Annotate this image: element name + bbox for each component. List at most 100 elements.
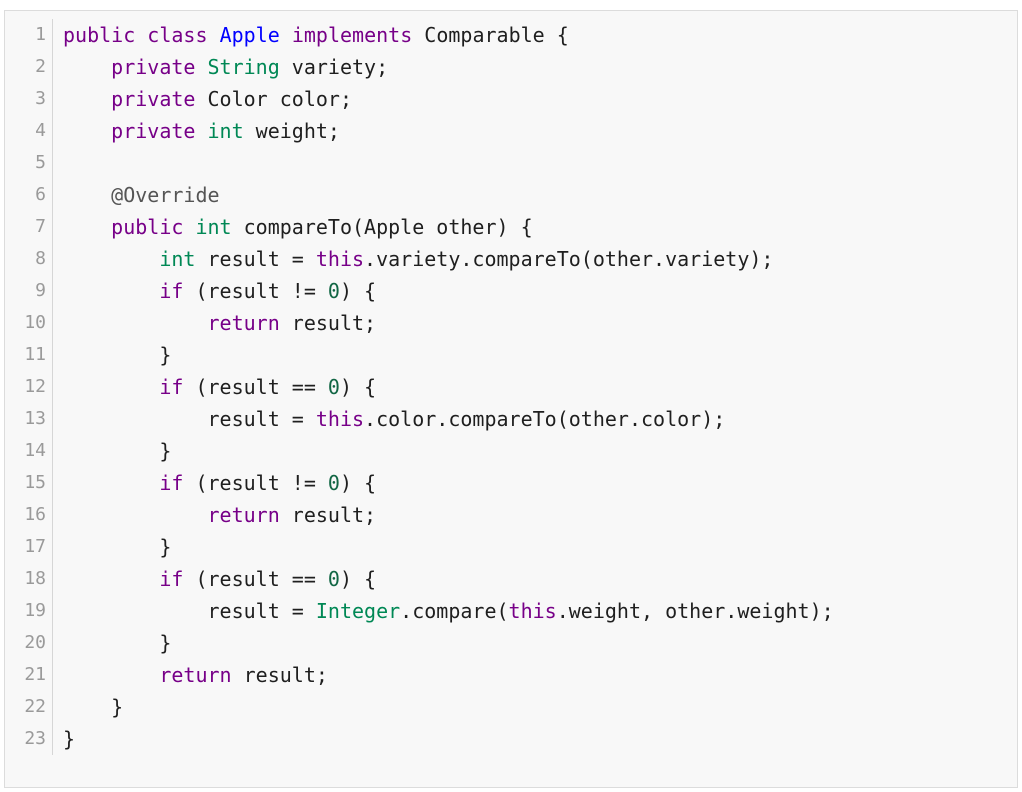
code-token: 0: [327, 375, 340, 399]
code-line[interactable]: 18 if (result == 0) {: [5, 563, 1017, 595]
code-text: }: [63, 627, 171, 659]
line-number: 20: [5, 627, 53, 659]
indent: [63, 695, 111, 719]
code-text: if (result != 0) {: [63, 275, 376, 307]
code-token: ) {: [339, 567, 377, 591]
code-line[interactable]: 11 }: [5, 339, 1017, 371]
code-text: public class Apple implements Comparable…: [63, 19, 569, 51]
code-line[interactable]: 10 return result;: [5, 307, 1017, 339]
code-text: }: [63, 531, 171, 563]
code-token: Color color;: [195, 87, 353, 111]
code-line[interactable]: 14 }: [5, 435, 1017, 467]
code-token: }: [159, 343, 172, 367]
code-line[interactable]: 6 @Override: [5, 179, 1017, 211]
code-text: result = Integer.compare(this.weight, ot…: [63, 595, 834, 627]
line-number: 3: [5, 83, 53, 115]
code-text: return result;: [63, 659, 328, 691]
code-line[interactable]: 7 public int compareTo(Apple other) {: [5, 211, 1017, 243]
code-token: result;: [231, 663, 328, 687]
code-text: if (result != 0) {: [63, 467, 376, 499]
code-token: private: [111, 55, 196, 79]
line-number: 23: [5, 723, 53, 755]
code-token: int: [195, 215, 232, 239]
line-number: 22: [5, 691, 53, 723]
code-token: result;: [279, 311, 377, 335]
code-line[interactable]: 4 private int weight;: [5, 115, 1017, 147]
code-line[interactable]: 5: [5, 147, 1017, 179]
line-number: 7: [5, 211, 53, 243]
code-text: return result;: [63, 307, 377, 339]
code-token: int: [207, 119, 244, 143]
code-line[interactable]: 3 private Color color;: [5, 83, 1017, 115]
code-line[interactable]: 13 result = this.color.compareTo(other.c…: [5, 403, 1017, 435]
indent: [63, 503, 208, 527]
code-token: if: [159, 567, 184, 591]
code-token: compareTo(Apple other) {: [231, 215, 533, 239]
indent: [63, 343, 159, 367]
code-token: ) {: [339, 375, 377, 399]
code-line[interactable]: 8 int result = this.variety.compareTo(ot…: [5, 243, 1017, 275]
code-text: }: [63, 435, 171, 467]
indent: [63, 599, 208, 623]
code-text: private String variety;: [63, 51, 388, 83]
indent: [63, 183, 111, 207]
code-line[interactable]: 22 }: [5, 691, 1017, 723]
code-token: result;: [279, 503, 377, 527]
indent: [63, 663, 159, 687]
code-token: result =: [207, 599, 316, 623]
code-token: this: [315, 247, 365, 271]
code-token: if: [159, 279, 184, 303]
code-text: if (result == 0) {: [63, 563, 376, 595]
code-token: }: [159, 535, 172, 559]
indent: [63, 55, 111, 79]
indent: [63, 535, 159, 559]
code-token: int: [159, 247, 196, 271]
indent: [63, 279, 159, 303]
code-token: .variety.compareTo(other.variety);: [364, 247, 774, 271]
code-token: @Override: [111, 183, 220, 207]
code-token: String: [207, 55, 280, 79]
code-line[interactable]: 20 }: [5, 627, 1017, 659]
code-token: [208, 23, 220, 47]
indent: [63, 87, 111, 111]
code-line[interactable]: 15 if (result != 0) {: [5, 467, 1017, 499]
code-token: [195, 119, 207, 143]
code-line[interactable]: 12 if (result == 0) {: [5, 371, 1017, 403]
code-text: private int weight;: [63, 115, 340, 147]
code-token: .color.compareTo(other.color);: [364, 407, 726, 431]
indent: [63, 375, 159, 399]
code-token: }: [111, 695, 124, 719]
code-line[interactable]: 23}: [5, 723, 1017, 755]
code-token: return: [159, 663, 232, 687]
indent: [63, 311, 208, 335]
code-token: 0: [327, 279, 340, 303]
code-token: (result !=: [183, 279, 328, 303]
code-text: int result = this.variety.compareTo(othe…: [63, 243, 773, 275]
code-text: private Color color;: [63, 83, 352, 115]
code-token: Comparable {: [412, 23, 569, 47]
line-number: 9: [5, 275, 53, 307]
code-text: result = this.color.compareTo(other.colo…: [63, 403, 726, 435]
code-token: Apple: [219, 23, 280, 47]
code-token: if: [159, 375, 184, 399]
code-line[interactable]: 19 result = Integer.compare(this.weight,…: [5, 595, 1017, 627]
code-line[interactable]: 2 private String variety;: [5, 51, 1017, 83]
code-token: variety;: [279, 55, 389, 79]
code-line[interactable]: 21 return result;: [5, 659, 1017, 691]
code-token: }: [159, 439, 172, 463]
code-token: ) {: [339, 471, 377, 495]
code-token: ) {: [339, 279, 377, 303]
code-token: [195, 55, 207, 79]
code-token: (result !=: [183, 471, 328, 495]
line-number: 6: [5, 179, 53, 211]
line-number: 10: [5, 307, 53, 339]
code-line[interactable]: 9 if (result != 0) {: [5, 275, 1017, 307]
code-line[interactable]: 16 return result;: [5, 499, 1017, 531]
code-line[interactable]: 17 }: [5, 531, 1017, 563]
code-text: if (result == 0) {: [63, 371, 376, 403]
line-number: 15: [5, 467, 53, 499]
code-text: }: [63, 691, 123, 723]
